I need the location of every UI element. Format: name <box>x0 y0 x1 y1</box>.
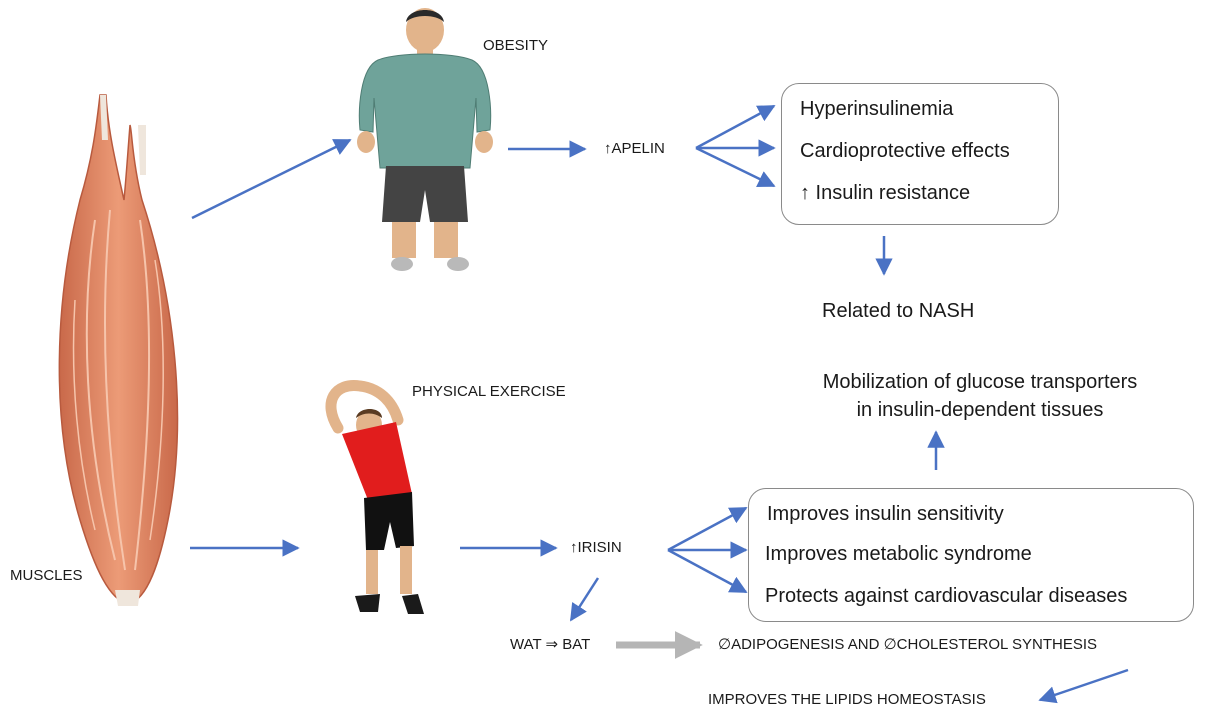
label-adipogenesis: ∅ADIPOGENESIS AND ∅CHOLESTEROL SYNTHESIS <box>718 636 1097 653</box>
mobilization-line-1: Mobilization of glucose transporters <box>822 371 1138 393</box>
apelin-outcome-item: Cardioprotective effects <box>800 140 1010 162</box>
arrow-irisin-to-cardiovascular <box>667 548 748 594</box>
irisin-outcome-item: Improves metabolic syndrome <box>765 543 1032 565</box>
label-lipids: IMPROVES THE LIPIDS HOMEOSTASIS <box>708 691 986 708</box>
arrow-muscle-to-obesity <box>191 138 352 220</box>
label-related-nash: Related to NASH <box>822 300 975 322</box>
irisin-outcomes-box: Improves insulin sensitivity Improves me… <box>748 488 1194 622</box>
irisin-outcome-item: Protects against cardiovascular diseases <box>765 585 1128 607</box>
label-muscles: MUSCLES <box>10 567 83 584</box>
apelin-outcome-item: Hyperinsulinemia <box>800 98 954 120</box>
label-apelin: ↑APELIN <box>604 140 665 157</box>
arrow-irisin-to-insulin-sensitivity <box>667 506 748 552</box>
label-mobilization: Mobilization of glucose transporters in … <box>770 368 1190 424</box>
label-irisin: ↑IRISIN <box>570 539 622 556</box>
arrows <box>190 104 1129 704</box>
label-physical-exercise: PHYSICAL EXERCISE <box>412 383 566 400</box>
arrow-apelin-to-insulin-resistance <box>695 146 776 188</box>
arrow-irisin-to-wat <box>569 577 600 622</box>
arrow-apelin-to-hyperinsulinemia <box>695 104 776 150</box>
label-wat-bat: WAT ⇒ BAT <box>510 636 591 653</box>
irisin-outcome-item: Improves insulin sensitivity <box>767 503 1004 525</box>
apelin-outcome-item: ↑ Insulin resistance <box>800 182 971 204</box>
exercise-person-illustration <box>325 380 424 614</box>
obese-person-illustration <box>357 8 493 271</box>
apelin-outcomes-box: Hyperinsulinemia Cardioprotective effect… <box>781 83 1059 225</box>
arrow-adipogenesis-to-lipids <box>1038 668 1129 704</box>
label-obesity: OBESITY <box>483 37 549 54</box>
muscle-illustration <box>58 94 179 606</box>
mobilization-line-2: in insulin-dependent tissues <box>856 399 1104 421</box>
